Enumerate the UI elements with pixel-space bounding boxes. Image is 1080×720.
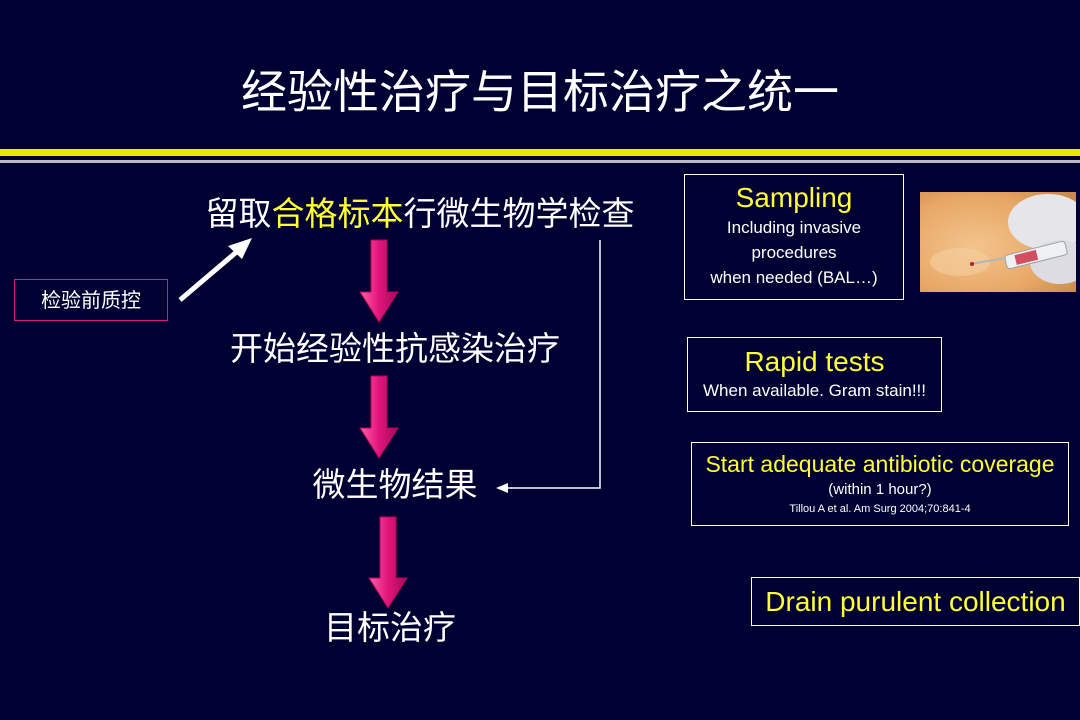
sampling-box: Sampling Including invasive procedures w… (684, 174, 904, 300)
antibiotic-box: Start adequate antibiotic coverage (with… (691, 442, 1069, 526)
quality-control-box: 检验前质控 (14, 279, 168, 321)
drain-box: Drain purulent collection (751, 577, 1080, 626)
syringe-sampling-photo (920, 192, 1076, 292)
title-divider-yellow (0, 149, 1080, 156)
slide-title: 经验性治疗与目标治疗之统一 (241, 65, 839, 119)
step-empirical-therapy: 开始经验性抗感染治疗 (230, 329, 560, 368)
qc-arrow-head (228, 238, 252, 259)
drain-heading: Drain purulent collection (765, 586, 1066, 617)
step-micro-results: 微生物结果 (312, 465, 478, 504)
step-collect-specimen: 留取合格标本行微生物学检查 (160, 192, 680, 236)
flow-arrow-2 (359, 375, 399, 459)
sampling-line: Including invasive (726, 218, 862, 237)
step1-highlight: 合格标本 (271, 194, 404, 233)
title-divider-thin (0, 160, 1080, 163)
sampling-line: when needed (BAL…) (710, 268, 878, 287)
rapid-tests-box: Rapid tests When available. Gram stain!!… (687, 337, 942, 412)
sampling-heading: Sampling (735, 182, 853, 213)
feedback-arrow-head (496, 483, 508, 493)
feedback-connector (505, 240, 601, 489)
qc-arrow-line (178, 247, 242, 302)
sampling-line: procedures (751, 243, 837, 262)
flow-arrow-3 (368, 516, 408, 609)
step1-prefix: 留取 (205, 194, 272, 233)
antibiotic-heading: Start adequate antibiotic coverage (705, 451, 1055, 477)
step-targeted-therapy: 目标治疗 (324, 608, 456, 647)
antibiotic-citation: Tillou A et al. Am Surg 2004;70:841-4 (789, 503, 971, 515)
step1-suffix: 行微生物学检查 (403, 194, 635, 233)
rapid-tests-line: When available. Gram stain!!! (703, 381, 926, 400)
rapid-tests-heading: Rapid tests (744, 346, 885, 377)
antibiotic-line: (within 1 hour?) (828, 481, 932, 498)
flow-arrow-1 (359, 239, 399, 323)
